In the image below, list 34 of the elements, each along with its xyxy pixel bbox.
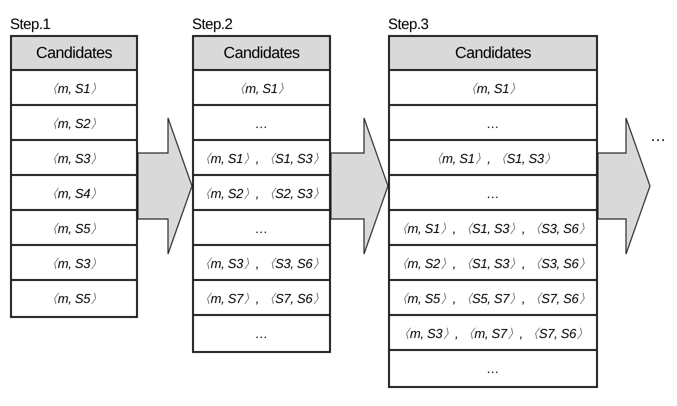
step-heading: Step.2 bbox=[192, 16, 232, 33]
candidate-row: 〈m, S3〉 bbox=[12, 246, 136, 281]
candidate-row: 〈m, S3〉 bbox=[12, 141, 136, 176]
table-header: Candidates bbox=[12, 37, 136, 71]
step-heading: Step.1 bbox=[10, 16, 50, 33]
candidate-row: 〈m, S1〉 bbox=[194, 71, 329, 106]
candidate-row: … bbox=[390, 351, 596, 386]
block-arrow bbox=[330, 117, 389, 255]
candidate-row: … bbox=[194, 316, 329, 351]
candidate-row: 〈m, S1〉, 〈S1, S3〉, 〈S3, S6〉 bbox=[390, 211, 596, 246]
candidate-row: 〈m, S1〉, 〈S1, S3〉 bbox=[194, 141, 329, 176]
candidate-row: 〈m, S1〉, 〈S1, S3〉 bbox=[390, 141, 596, 176]
candidate-row: 〈m, S2〉 bbox=[12, 106, 136, 141]
candidate-row: … bbox=[194, 211, 329, 246]
candidate-row: … bbox=[194, 106, 329, 141]
candidate-row: 〈m, S7〉, 〈S7, S6〉 bbox=[194, 281, 329, 316]
step-heading: Step.3 bbox=[388, 16, 428, 33]
candidate-row: 〈m, S3〉, 〈m, S7〉, 〈S7, S6〉 bbox=[390, 316, 596, 351]
block-arrow bbox=[597, 117, 651, 255]
candidate-row: 〈m, S5〉, 〈S5, S7〉, 〈S7, S6〉 bbox=[390, 281, 596, 316]
candidate-row: 〈m, S4〉 bbox=[12, 176, 136, 211]
candidate-row: 〈m, S1〉 bbox=[12, 71, 136, 106]
candidate-row: 〈m, S2〉, 〈S1, S3〉, 〈S3, S6〉 bbox=[390, 246, 596, 281]
table-header: Candidates bbox=[194, 37, 329, 71]
block-arrow bbox=[137, 117, 193, 255]
candidate-row: 〈m, S2〉, 〈S2, S3〉 bbox=[194, 176, 329, 211]
candidate-row: … bbox=[390, 106, 596, 141]
candidate-row: 〈m, S3〉, 〈S3, S6〉 bbox=[194, 246, 329, 281]
candidate-row: … bbox=[390, 176, 596, 211]
ellipsis-text: … bbox=[650, 128, 666, 146]
candidate-row: 〈m, S5〉 bbox=[12, 211, 136, 246]
candidate-row: 〈m, S1〉 bbox=[390, 71, 596, 106]
candidate-row: 〈m, S5〉 bbox=[12, 281, 136, 316]
table-header: Candidates bbox=[390, 37, 596, 71]
